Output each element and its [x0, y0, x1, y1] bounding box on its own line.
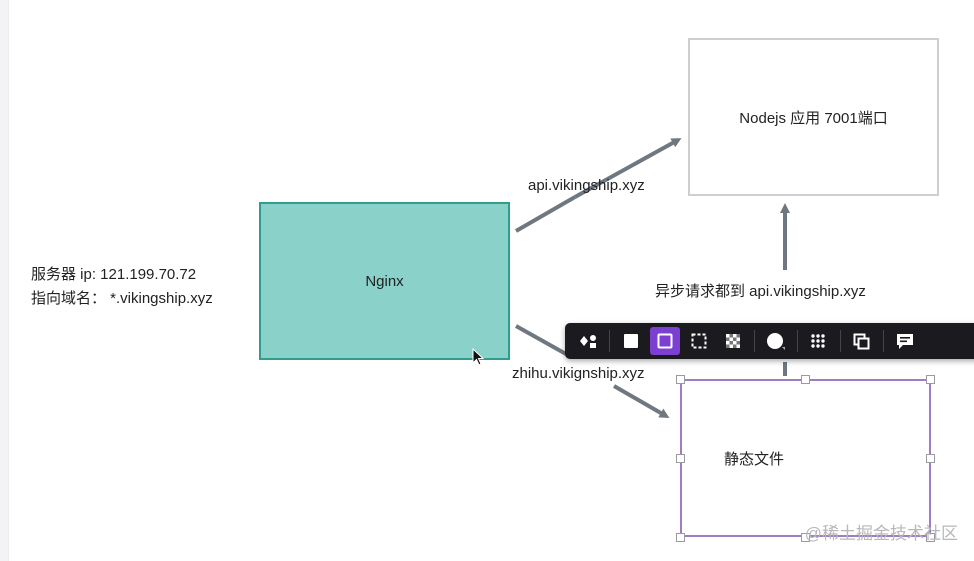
outline-square-icon [657, 333, 673, 349]
toolbar-separator [754, 330, 755, 352]
comment-icon [897, 334, 913, 349]
server-domain-text: 指向域名： *.vikingship.xyz [31, 290, 213, 307]
color-button[interactable] [761, 327, 791, 355]
static-files-node[interactable]: 静态文件 [680, 379, 931, 537]
shapes-icon [580, 335, 596, 348]
layers-icon [853, 333, 870, 350]
toolbar-separator [840, 330, 841, 352]
arrow-api-upper[interactable] [574, 138, 682, 199]
server-ip-text: 服务器 ip: 121.199.70.72 [31, 266, 197, 283]
circle-icon [767, 333, 785, 350]
toolbar-separator [883, 330, 884, 352]
mouse-cursor-icon [472, 348, 485, 366]
api-edge-label: api.vikingship.xyz [528, 177, 645, 194]
comment-button[interactable] [890, 327, 920, 355]
dashed-square-icon [691, 333, 707, 349]
zhihu-edge-label: zhihu.vikignship.xyz [512, 365, 645, 382]
layers-button[interactable] [847, 327, 877, 355]
transparency-icon [726, 334, 740, 348]
fill-square-icon [624, 334, 638, 348]
left-panel-edge [0, 0, 9, 561]
selection-handle-bottom-left[interactable] [676, 533, 685, 542]
toolbar-separator [609, 330, 610, 352]
outline-style-button[interactable] [650, 327, 680, 355]
grid-icon [811, 334, 825, 348]
arrow-zhihu-upper[interactable] [515, 324, 567, 356]
server-info: 服务器 ip: 121.199.70.72 指向域名： *.vikingship… [31, 263, 213, 311]
style-toolbar [565, 323, 974, 359]
shapes-button[interactable] [573, 327, 603, 355]
watermark: @稀土掘金技术社区 [804, 524, 958, 543]
selection-handle-top-right[interactable] [926, 375, 935, 384]
selection-handle-top-center[interactable] [801, 375, 810, 384]
nginx-node[interactable]: Nginx [259, 202, 510, 360]
nginx-node-label: Nginx [365, 272, 404, 290]
arrow-zhihu-lower[interactable] [613, 384, 670, 418]
static-files-node-label: 静态文件 [724, 450, 785, 468]
grid-button[interactable] [804, 327, 834, 355]
selection-handle-bottom-center[interactable] [801, 533, 810, 542]
fill-style-button[interactable] [616, 327, 646, 355]
transparency-button[interactable] [718, 327, 748, 355]
selection-handle-middle-right[interactable] [926, 454, 935, 463]
dashed-style-button[interactable] [684, 327, 714, 355]
async-edge-label: 异步请求都到 api.vikingship.xyz [655, 283, 866, 300]
selection-handle-top-left[interactable] [676, 375, 685, 384]
nodejs-node-label: Nodejs 应用 7001端口 [739, 109, 888, 127]
selection-handle-middle-left[interactable] [676, 454, 685, 463]
selection-handle-bottom-right[interactable] [926, 533, 935, 542]
toolbar-separator [797, 330, 798, 352]
arrow-api-lower[interactable] [515, 195, 576, 233]
nodejs-node[interactable]: Nodejs 应用 7001端口 [688, 38, 939, 196]
